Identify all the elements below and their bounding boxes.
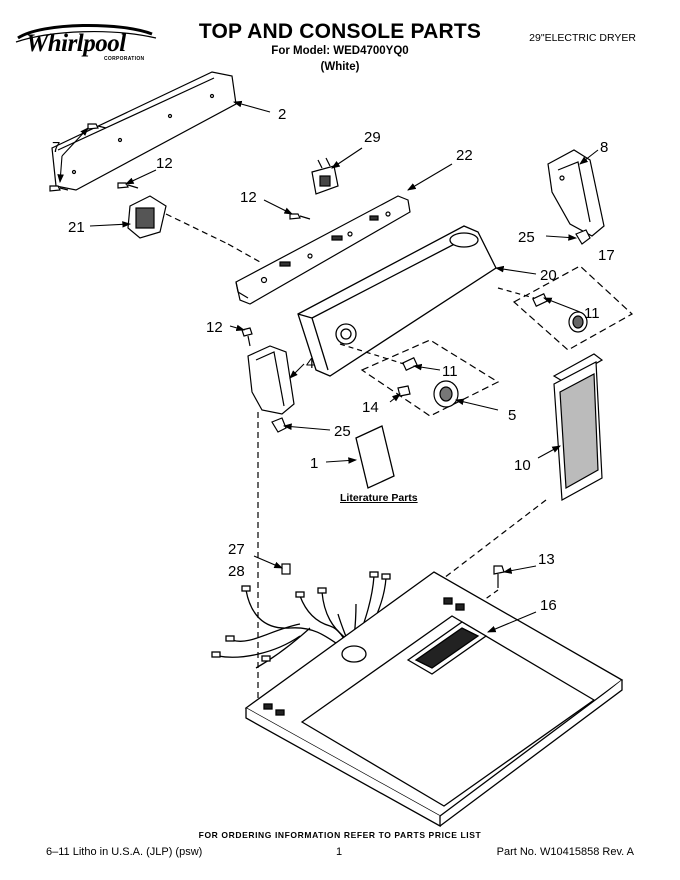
product-line: 29"ELECTRIC DRYER — [529, 32, 636, 44]
rear-panel-part — [51, 71, 237, 191]
callout-14: 14 — [362, 399, 379, 416]
whirlpool-swoosh-icon — [15, 24, 157, 43]
litho-info: 6–11 Litho in U.S.A. (JLP) (psw) — [46, 846, 203, 858]
callout-20: 20 — [540, 267, 557, 284]
page-title: TOP AND CONSOLE PARTS — [198, 20, 482, 43]
callout-13: 13 — [538, 551, 555, 568]
whirlpool-logo: Whirlpool CORPORATION — [12, 20, 160, 66]
brand-wordmark: Whirlpool — [26, 30, 126, 57]
color-line: (White) — [320, 61, 360, 73]
page-number: 1 — [336, 846, 343, 858]
callout-11: 11 — [584, 305, 600, 322]
wire-harness-part — [211, 571, 391, 669]
brand-corporation: CORPORATION — [104, 56, 145, 62]
clip-part — [271, 229, 591, 433]
callout-25: 25 — [518, 229, 535, 246]
switch-part — [311, 157, 339, 195]
lint-screen-part — [443, 353, 604, 579]
callout-12: 12 — [156, 155, 173, 172]
callout-27: 27 — [228, 541, 245, 558]
callout-11: 11 — [442, 363, 458, 380]
console-bracket-part — [235, 195, 411, 305]
callout-labels: 2 7 12 21 29 22 12 8 25 17 20 11 12 4 11… — [52, 106, 615, 614]
callout-17: 17 — [598, 247, 615, 264]
callout-2: 2 — [278, 106, 286, 123]
screw-part — [49, 123, 311, 347]
callout-12: 12 — [206, 319, 223, 336]
callout-28: 28 — [228, 563, 245, 580]
literature-part — [355, 425, 395, 489]
top-panel-part — [244, 571, 624, 828]
callout-1: 1 — [310, 455, 318, 472]
end-cap-right-part — [547, 149, 605, 237]
callout-5: 5 — [508, 407, 516, 424]
callout-4: 4 — [306, 355, 314, 372]
callout-7: 7 — [52, 139, 60, 156]
callout-12: 12 — [240, 189, 257, 206]
knob-group-right — [497, 265, 634, 351]
callout-16: 16 — [540, 597, 557, 614]
callout-10: 10 — [514, 457, 531, 474]
callout-29: 29 — [364, 129, 381, 146]
timer-part — [127, 195, 261, 263]
literature-parts-label: Literature Parts — [340, 492, 418, 504]
part-number: Part No. W10415858 Rev. A — [496, 846, 634, 858]
leader-lines — [57, 100, 599, 633]
connector-part — [281, 563, 291, 575]
model-line: For Model: WED4700YQ0 — [271, 45, 409, 57]
ordering-info: FOR ORDERING INFORMATION REFER TO PARTS … — [198, 830, 482, 840]
callout-25: 25 — [334, 423, 351, 440]
callout-21: 21 — [68, 219, 85, 236]
callout-8: 8 — [600, 139, 608, 156]
callout-22: 22 — [456, 147, 473, 164]
console-part — [297, 225, 497, 377]
end-cap-left-part — [247, 345, 295, 700]
knob-group-center — [339, 339, 500, 417]
